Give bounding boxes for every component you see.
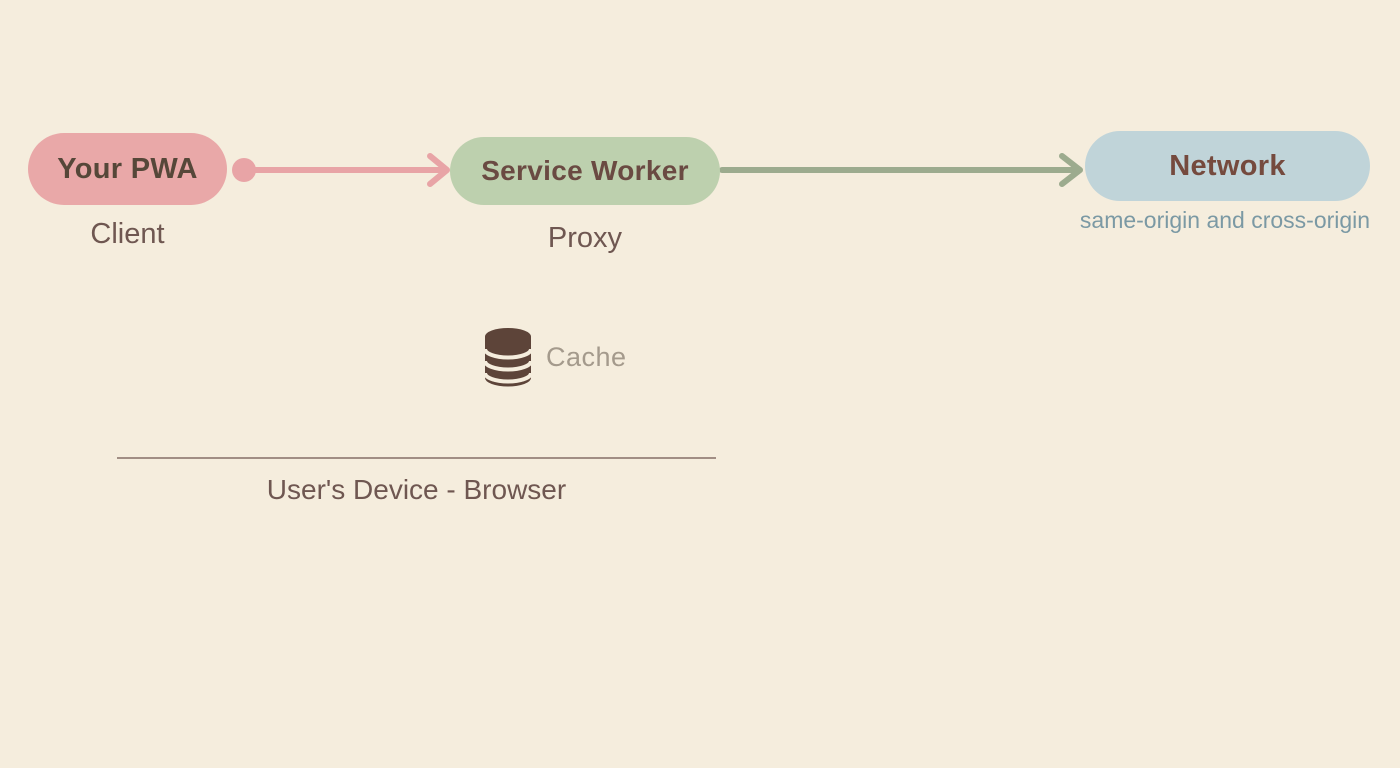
- node-your-pwa: Your PWA: [28, 133, 227, 205]
- node-network-label: Network: [1169, 149, 1286, 182]
- node-your-pwa-label: Your PWA: [57, 152, 198, 185]
- database-icon: [484, 328, 532, 387]
- arrowhead-icon: [1059, 153, 1083, 187]
- arrow-service-worker-to-network: [719, 153, 1083, 187]
- device-boundary-line: [117, 457, 716, 459]
- database-icon-divider: [484, 348, 532, 360]
- database-icon-divider: [484, 360, 532, 372]
- arrowhead-icon: [427, 153, 450, 187]
- node-network-sublabel: same-origin and cross-origin: [1079, 207, 1371, 233]
- node-service-worker-sublabel: Proxy: [547, 222, 623, 254]
- arrow-start-dot: [232, 158, 256, 182]
- node-service-worker-label: Service Worker: [481, 155, 689, 186]
- node-your-pwa-sublabel: Client: [90, 218, 165, 250]
- node-network: Network: [1085, 131, 1370, 201]
- device-boundary-label: User's Device - Browser: [266, 474, 567, 505]
- arrow-pwa-to-service-worker: [232, 153, 450, 187]
- database-icon-divider: [484, 372, 532, 384]
- cache-group: Cache: [484, 327, 627, 388]
- cache-label: Cache: [546, 342, 627, 372]
- node-service-worker: Service Worker: [450, 137, 720, 205]
